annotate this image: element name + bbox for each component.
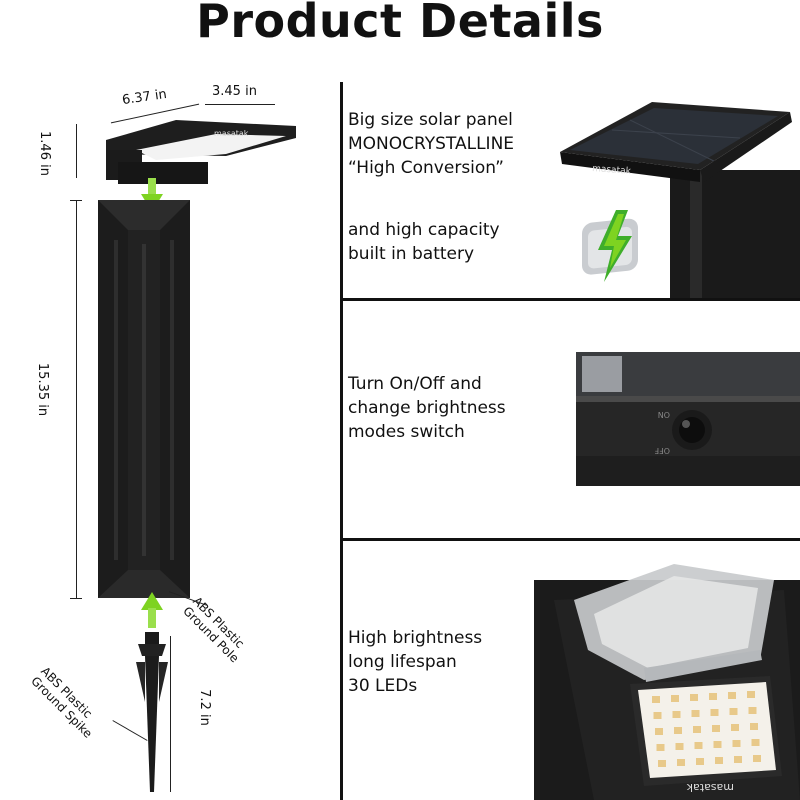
led-chip [753, 755, 761, 762]
led-chip [731, 724, 739, 731]
page-title: Product Details [196, 0, 604, 48]
led-chip [696, 758, 704, 765]
pole-material-label: ABS Plastic Ground Pole [180, 594, 251, 665]
section-divider-2 [340, 538, 800, 541]
led-chip [728, 692, 736, 699]
led-chip [655, 728, 663, 735]
led-chip [710, 709, 719, 716]
switch-closeup-image: ON OFF [576, 352, 800, 486]
led-chip [671, 695, 679, 702]
feature-switch-text: Turn On/Off and change brightness modes … [348, 374, 506, 442]
led-chip [713, 741, 722, 748]
solar-panel-image: masatak [560, 102, 800, 298]
feature-solar-panel-text: Big size solar panel MONOCRYSTALLINE “Hi… [348, 110, 515, 178]
led-chip [653, 712, 662, 719]
panel-brand: masatak [592, 164, 632, 177]
led-chip [712, 725, 720, 732]
led-chip [693, 726, 701, 733]
ground-spike [136, 632, 168, 792]
feature-leds-text: High brightness long lifespan 30 LEDs [348, 628, 483, 696]
led-chip [675, 743, 684, 750]
arrow-up-icon [141, 592, 163, 628]
led-chip [715, 757, 723, 764]
section-divider-1 [340, 298, 800, 301]
svg-text:ON: ON [658, 410, 670, 419]
led-chip [709, 693, 717, 700]
led-chip [729, 708, 738, 715]
led-chip [656, 744, 665, 751]
led-chip [748, 707, 757, 714]
spike-material-label: ABS Plastic Ground Spike [28, 664, 105, 741]
led-chip [694, 742, 703, 749]
vertical-divider [340, 82, 343, 800]
battery-icon [582, 210, 638, 282]
led-chip [674, 727, 682, 734]
led-chip [652, 696, 660, 703]
spike-material-text: ABS Plastic Ground Spike [28, 664, 96, 741]
width-dimension: 3.45 in [212, 84, 257, 99]
svg-text:OFF: OFF [654, 446, 670, 455]
pole-material-text: ABS Plastic Ground Pole [180, 594, 248, 666]
spike-height-dimension: 7.2 in [196, 689, 212, 726]
base-brand: masatak [686, 781, 734, 794]
led-chip [658, 760, 666, 767]
led-chip [751, 739, 760, 746]
led-grid [652, 691, 761, 767]
head-brand: masatak [214, 129, 249, 138]
led-chip [734, 756, 742, 763]
product-dimension-diagram: 6.37 in 3.45 in 1.46 in 15.35 in 7.2 in … [0, 0, 340, 800]
length-dimension: 6.37 in [121, 86, 168, 109]
head-height-dimension: 1.46 in [36, 131, 52, 176]
led-chip [732, 740, 741, 747]
light-head: masatak [106, 120, 296, 184]
ground-pole [98, 200, 190, 598]
led-panel-image: masatak [534, 564, 800, 800]
led-chip [672, 711, 681, 718]
led-chip [691, 710, 700, 717]
feature-battery-text: and high capacity built in battery [348, 220, 500, 264]
led-chip [690, 694, 698, 701]
pole-height-dimension: 15.35 in [35, 362, 51, 417]
led-chip [747, 691, 755, 698]
led-chip [750, 723, 758, 730]
led-chip [677, 759, 685, 766]
